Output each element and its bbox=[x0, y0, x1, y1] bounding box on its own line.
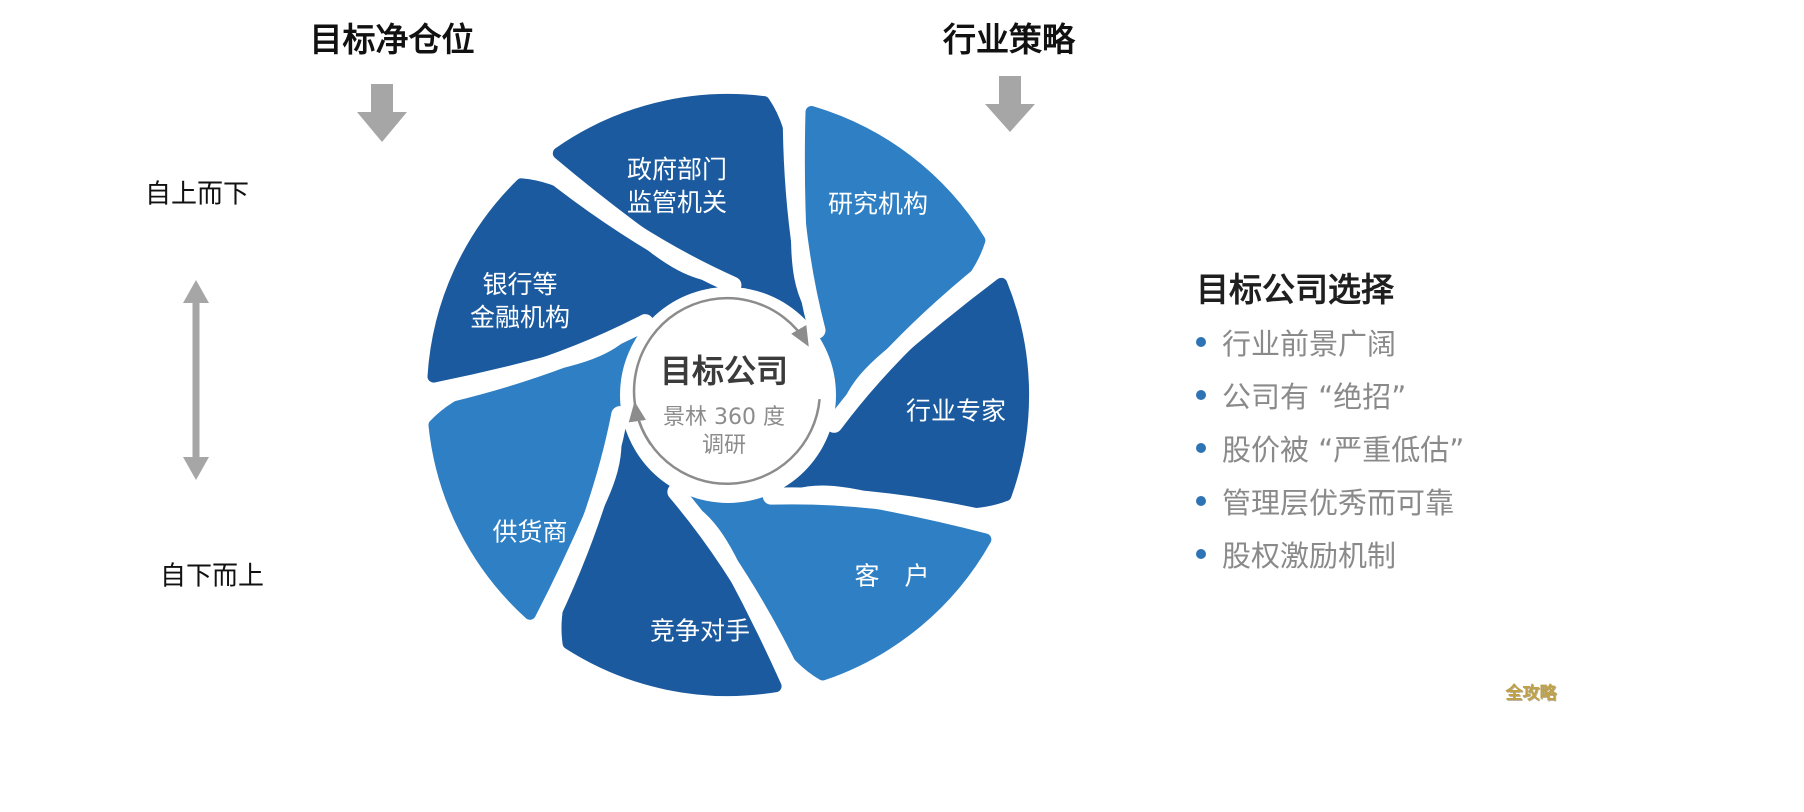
petal-label-banks: 银行等 金融机构 bbox=[470, 268, 570, 334]
bullet-icon bbox=[1196, 389, 1206, 400]
pinwheel bbox=[393, 66, 1034, 719]
list-item: 行业前景广阔 bbox=[1196, 315, 1464, 368]
petal-label-line: 银行等 bbox=[482, 270, 558, 299]
down-arrow-industry-strategy bbox=[985, 76, 1035, 132]
double-arrow-topdown-bottomup bbox=[183, 280, 209, 480]
list-item-label: 股权激励机制 bbox=[1222, 538, 1397, 573]
watermark: 全攻略 bbox=[1505, 683, 1557, 704]
petal-label-research: 研究机构 bbox=[828, 188, 928, 221]
petal-label-line: 研究机构 bbox=[827, 189, 929, 219]
petal-label-line: 客 户 bbox=[854, 561, 930, 591]
petal-label-line: 供货商 bbox=[492, 517, 568, 547]
top-right-label: 行业策略 bbox=[943, 20, 1075, 59]
petal-label-line: 政府部门 bbox=[626, 155, 728, 184]
criteria-list: 行业前景广阔 公司有 “绝招” 股价被 “严重低估” 管理层优秀而可靠 股权激励… bbox=[1196, 315, 1464, 580]
list-item: 管理层优秀而可靠 bbox=[1196, 474, 1464, 527]
center-subtitle-line: 景林 360 度 bbox=[663, 405, 785, 430]
bullet-icon bbox=[1196, 548, 1206, 559]
down-arrow-target-position bbox=[357, 84, 407, 142]
list-item-label: 公司有 “绝招” bbox=[1222, 379, 1407, 414]
petal-label-line: 金融机构 bbox=[469, 303, 571, 332]
bullet-icon bbox=[1196, 442, 1206, 453]
petal-label-line: 监管机关 bbox=[626, 188, 728, 217]
petal-label-line: 行业专家 bbox=[905, 396, 1007, 426]
petal-label-line: 竞争对手 bbox=[649, 616, 751, 646]
panel-title: 目标公司选择 bbox=[1196, 270, 1394, 309]
petal-label-government: 政府部门 监管机关 bbox=[627, 153, 727, 219]
cycle-arrows-icon bbox=[628, 296, 821, 486]
top-down-label: 自上而下 bbox=[144, 179, 250, 210]
petal-label-suppliers: 供货商 bbox=[492, 516, 567, 549]
list-item-label: 管理层优秀而可靠 bbox=[1222, 485, 1455, 520]
list-item: 股权激励机制 bbox=[1196, 527, 1464, 580]
center-subtitle-line: 调研 bbox=[701, 433, 747, 458]
bottom-up-label: 自下而上 bbox=[159, 561, 265, 592]
bullet-icon bbox=[1196, 495, 1206, 506]
center-hole bbox=[620, 287, 836, 503]
top-left-label: 目标净仓位 bbox=[309, 20, 475, 59]
petal-label-experts: 行业专家 bbox=[906, 395, 1006, 428]
list-item-label: 行业前景广阔 bbox=[1222, 326, 1397, 361]
petal-label-customers: 客 户 bbox=[854, 560, 929, 593]
bullet-icon bbox=[1196, 336, 1206, 347]
center-subtitle: 景林 360 度 调研 bbox=[663, 404, 785, 460]
list-item: 公司有 “绝招” bbox=[1196, 368, 1464, 421]
petal-label-competitors: 竞争对手 bbox=[650, 615, 750, 648]
list-item: 股价被 “严重低估” bbox=[1196, 421, 1464, 474]
list-item-label: 股价被 “严重低估” bbox=[1222, 432, 1465, 467]
center-title: 目标公司 bbox=[659, 352, 789, 390]
